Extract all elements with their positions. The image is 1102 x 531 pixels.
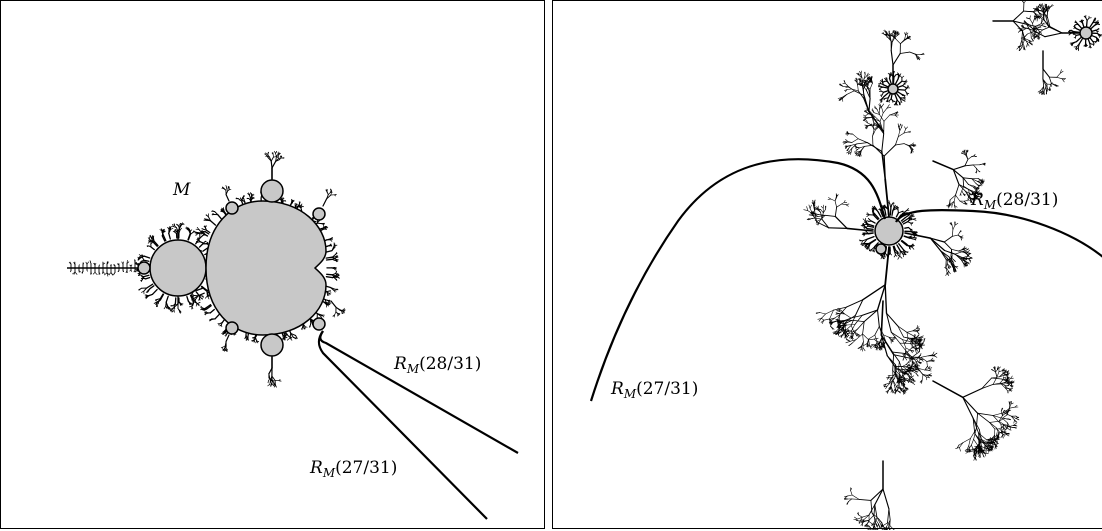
ray-27-31-zoom <box>589 158 887 402</box>
ray-label-27-31-zoom: RM(27/31) <box>610 379 698 401</box>
period-5-bulb-top <box>312 207 326 221</box>
mandelbrot-overview-figure: M RM(28/31) RM(27/31) <box>67 150 519 520</box>
set-label-m: M <box>172 180 191 200</box>
main-cardioid <box>205 200 327 336</box>
period-3-bulb-bottom <box>260 333 284 357</box>
period-2-bulb <box>149 239 207 297</box>
mandelbrot-overview-panel: M RM(28/31) RM(27/31) <box>0 0 545 529</box>
satellite-copy-center-bulb <box>875 243 887 255</box>
ray-label-28-31-zoom: RM(28/31) <box>970 190 1058 212</box>
period-4-bulb-bottom <box>225 321 239 335</box>
period-5-bulb-bottom <box>312 317 326 331</box>
period-3-bulb-top <box>260 179 284 203</box>
ray-label-27-31: RM(27/31) <box>309 458 397 480</box>
ray-label-28-31: RM(28/31) <box>393 354 481 376</box>
filament-decorations <box>803 1 1102 530</box>
satellite-copy-top-right <box>1079 26 1093 40</box>
zoomed-detail-figure: RM(28/31) RM(27/31) <box>589 1 1102 530</box>
ray-28-31 <box>319 330 519 454</box>
ray-27-31 <box>317 330 488 520</box>
zoomed-detail-panel: RM(28/31) RM(27/31) <box>552 0 1102 530</box>
ray-28-31-zoom <box>895 208 1102 258</box>
satellite-copy-upper <box>887 83 899 95</box>
period-4-bulb-top <box>225 201 239 215</box>
period-4-bulb <box>137 261 151 275</box>
satellite-copy-center <box>874 216 904 246</box>
